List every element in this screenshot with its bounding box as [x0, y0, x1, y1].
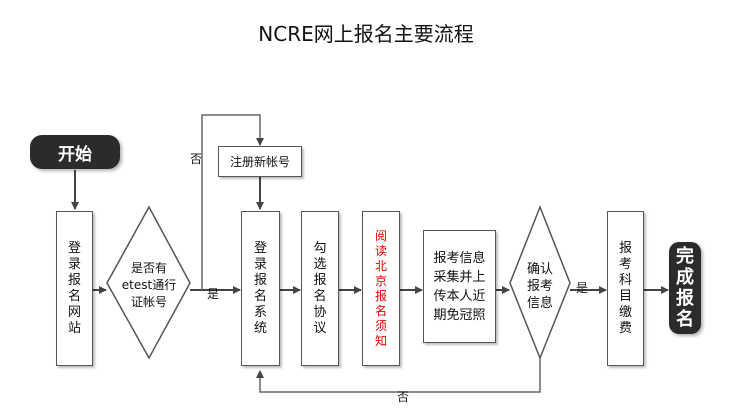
- edge-label-no-account: 否: [190, 152, 203, 166]
- notice-node: [362, 211, 400, 366]
- login-site-label: 登录报名网站: [67, 240, 81, 336]
- page-title: NCRE网上报名主要流程: [258, 22, 474, 46]
- edge-label-not-confirmed: 否: [397, 390, 410, 404]
- login-system-node: [241, 211, 280, 366]
- decision-confirm-label: 确认报考信息: [526, 261, 553, 311]
- login-system-label: 登录报名系统: [253, 240, 267, 336]
- agreement-label: 勾选报名协议: [313, 240, 327, 336]
- register-account-label: 注册新帐号: [229, 155, 290, 169]
- collect-info-node: [423, 230, 496, 343]
- register-account-node: [218, 146, 302, 177]
- arrow-confirm-no-to-login-system: [256, 358, 541, 393]
- pay-fee-label: 报考科目缴费: [618, 240, 632, 336]
- login-site-node: [56, 211, 93, 366]
- edge-label-confirmed: 是: [576, 281, 589, 295]
- edge-label-has-account: 是: [207, 287, 220, 301]
- agreement-node: [301, 211, 339, 366]
- start-node: 开始: [30, 135, 120, 169]
- pay-fee-node: [607, 211, 644, 366]
- collect-info-label: 报考信息采集并上传本人近期免冠照: [433, 250, 486, 323]
- arrow-decision-no-to-register: [201, 114, 264, 290]
- notice-label: 阅读北京报名须知: [374, 228, 387, 348]
- complete-node: 完成报名: [669, 242, 701, 334]
- decision-diamond-account: [106, 205, 191, 360]
